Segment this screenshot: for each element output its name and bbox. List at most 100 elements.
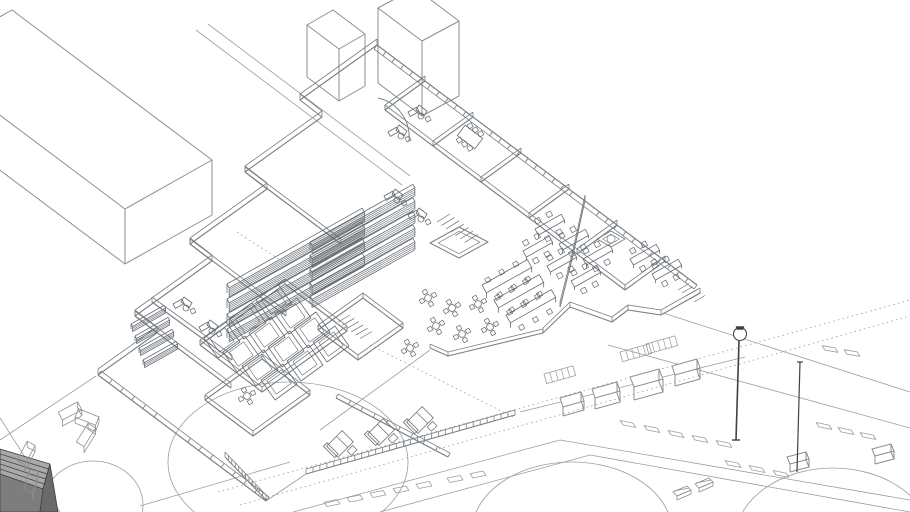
kiosk-2-edges (594, 382, 621, 409)
path-bottom-left (0, 375, 97, 441)
entry-curved-wall (377, 97, 410, 142)
entry-ramp-stair-tread (689, 292, 702, 300)
bench-base (62, 407, 83, 427)
gabled-kiosks (672, 477, 714, 501)
lane-dashes-east-dash (724, 460, 742, 468)
kiosk-side (698, 481, 714, 493)
sw-glazed-facade-mullion (153, 412, 158, 418)
car-stripe (555, 370, 559, 381)
coffee-table (417, 215, 425, 223)
stack-block-1-topfront (311, 241, 416, 300)
stack-block-1-shelf-line (311, 247, 416, 306)
round-table (424, 294, 432, 302)
stack-left-small-shelf-line (136, 321, 170, 341)
lane-dashes-upper-dash (843, 349, 861, 357)
stack-left-small-verts (130, 308, 166, 332)
ne-glazed-facade-mullion (595, 211, 600, 216)
stack-block-2-topback (226, 222, 363, 300)
long-table-legs (498, 282, 545, 313)
stack-block-2-topback (226, 237, 363, 315)
kiosk-4-base (674, 369, 701, 387)
task-chair (661, 279, 669, 288)
task-chair (672, 273, 680, 281)
reading-table-grid-cell-inner (254, 322, 280, 348)
ne-glazed-facade-mullion (675, 271, 680, 276)
desk-legs (526, 242, 553, 261)
corridor-spine-top (384, 104, 626, 286)
task-chair (567, 265, 575, 273)
kiosk-1-top (559, 391, 585, 408)
stack-left-small-bottom (136, 324, 170, 344)
round-table (486, 323, 494, 331)
facade-room-divider-1-top (384, 75, 426, 106)
tram-dotted-1 (217, 299, 910, 493)
ne-glazed-facade-mullion (622, 231, 627, 236)
kiosk-4-top (671, 358, 701, 376)
lounger-seat (367, 418, 395, 446)
sofa-b (395, 124, 408, 137)
entry-ramp-stair-tread (685, 289, 698, 297)
round-table-chair (430, 291, 438, 299)
stack-block-1-topfront (311, 200, 416, 260)
car-stripe (560, 369, 565, 379)
stack-hall-mid-wall-top (189, 238, 287, 312)
round-table-chair (471, 294, 479, 302)
stack-block-1-shelf-line (311, 191, 416, 250)
car-stripe (651, 342, 655, 353)
core-stair-tread (342, 317, 355, 326)
south-center-facade-inner (337, 393, 451, 454)
ne-glazed-facade-mullion (551, 178, 556, 183)
desk-legs (586, 250, 613, 269)
bench-base (24, 446, 36, 471)
lounge-room-south-base (204, 358, 311, 437)
task-chair (582, 246, 590, 255)
ne-glazed-facade-mullion (560, 184, 565, 190)
west-lounge-wall-top (151, 296, 233, 356)
kiosk-2-top (591, 381, 621, 399)
background-tower-b-base (377, 82, 460, 117)
glazed-facades (97, 44, 698, 502)
round-tables (237, 288, 500, 406)
plaza-circles (42, 381, 910, 512)
spiral-stair-frame-inner (602, 233, 620, 245)
round-table-chair (464, 327, 472, 335)
sofa-b (180, 296, 193, 309)
lane-dashes-sw-dash (415, 481, 433, 489)
task-chair (546, 253, 554, 262)
meeting-chair (466, 122, 474, 130)
shaded-roof-stripe (0, 458, 48, 475)
table-chair (522, 298, 530, 306)
desk-legs (538, 220, 565, 239)
background-building-slab-edges (124, 160, 213, 264)
sofa-a (172, 298, 185, 309)
ne-glazed-facade-mullion (409, 71, 413, 76)
ne-glazed-facade-mullion (604, 218, 609, 223)
background-tower-a-top (306, 9, 366, 50)
round-table (243, 392, 251, 400)
armchair (424, 115, 432, 123)
armchair (424, 218, 432, 226)
task-chair (580, 286, 588, 295)
book-stacks (130, 183, 416, 368)
lounger-split (377, 423, 390, 436)
stack-block-1-shelf-line (311, 189, 416, 248)
stack-block-2-shelf-line (229, 262, 365, 339)
shaded-building-corner (0, 448, 59, 512)
bench-base (83, 428, 96, 453)
sw-glazed-facade-inner (100, 370, 270, 498)
round-table-chair (418, 297, 426, 305)
sofa-a (383, 190, 396, 201)
stack-block-2-bottom (229, 250, 365, 328)
coffee-table (208, 327, 216, 335)
long-table-legs (486, 267, 533, 298)
task-chair (557, 247, 565, 256)
street-fences (224, 409, 516, 501)
stack-left-small-verts (134, 320, 170, 344)
atrium-south-edge-base (429, 332, 544, 357)
parked-box-1-edges (789, 452, 810, 472)
ne-glazed-facade-mullion (649, 251, 653, 256)
terrace-loungers (323, 406, 438, 458)
table-chair (508, 306, 516, 314)
table-chair (532, 316, 539, 323)
